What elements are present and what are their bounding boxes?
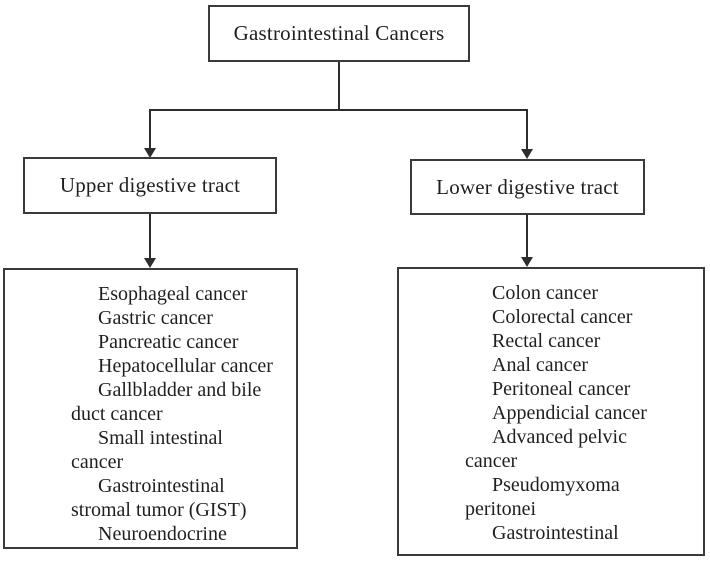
list-item: Hepatocellular cancer [5,354,296,378]
list-item-line: cancer [71,451,124,473]
lower-list-arrowhead [521,257,533,267]
list-item-line: Peritoneal cancer [492,378,631,400]
upper-branch-arrowhead [144,148,156,158]
list-item-line: Gastric cancer [98,307,213,329]
list-item: Gastrointestinal [399,521,703,545]
list-item: Esophageal cancer [5,282,296,306]
list-item-line: Hepatocellular cancer [98,355,273,377]
list-item-line: cancer [465,450,518,472]
list-item: Rectal cancer [399,329,703,353]
branch-node-label: Upper digestive tract [59,173,241,197]
list-item-line: Colorectal cancer [492,306,633,328]
list-item-line: duct cancer [71,403,163,425]
lower-branch-arrowhead [521,149,533,159]
list-item-line: Small intestinal [98,427,223,449]
upper-list-arrowhead [144,258,156,268]
list-item-line: Gastrointestinal [98,475,225,497]
list-item: Peritoneal cancer [399,377,703,401]
list-item-line: Neuroendocrine [98,523,227,545]
list-item-line: Rectal cancer [492,330,601,352]
list-item: Gastric cancer [5,306,296,330]
list-item: Pancreatic cancer [5,330,296,354]
root-node-label: Gastrointestinal Cancers [233,21,445,45]
branch-node-upper-digestive-tract: Upper digestive tract [23,157,277,214]
branch-node-lower-digestive-tract: Lower digestive tract [410,159,645,215]
list-item-line: Appendicial cancer [492,402,647,424]
list-item-line: stromal tumor (GIST) [71,499,247,521]
list-item-line: Gastrointestinal [492,522,619,544]
list-item-line: Pseudomyxoma [492,474,620,496]
list-item-line: Colon cancer [492,282,599,304]
list-item: Colorectal cancer [399,305,703,329]
list-item: Neuroendocrine [5,522,296,546]
list-item-line: Gallbladder and bile [98,379,262,401]
list-item-line: peritonei [465,498,537,520]
root-node: Gastrointestinal Cancers [208,5,470,62]
list-item: Appendicial cancer [399,401,703,425]
list-item-line: Anal cancer [492,354,589,376]
list-item: Colon cancer [399,281,703,305]
branch-node-label: Lower digestive tract [436,174,619,199]
list-item-line: Pancreatic cancer [98,331,239,353]
list-item: Anal cancer [399,353,703,377]
list-item-line: Esophageal cancer [98,283,248,305]
list-item-line: Advanced pelvic [492,426,627,448]
